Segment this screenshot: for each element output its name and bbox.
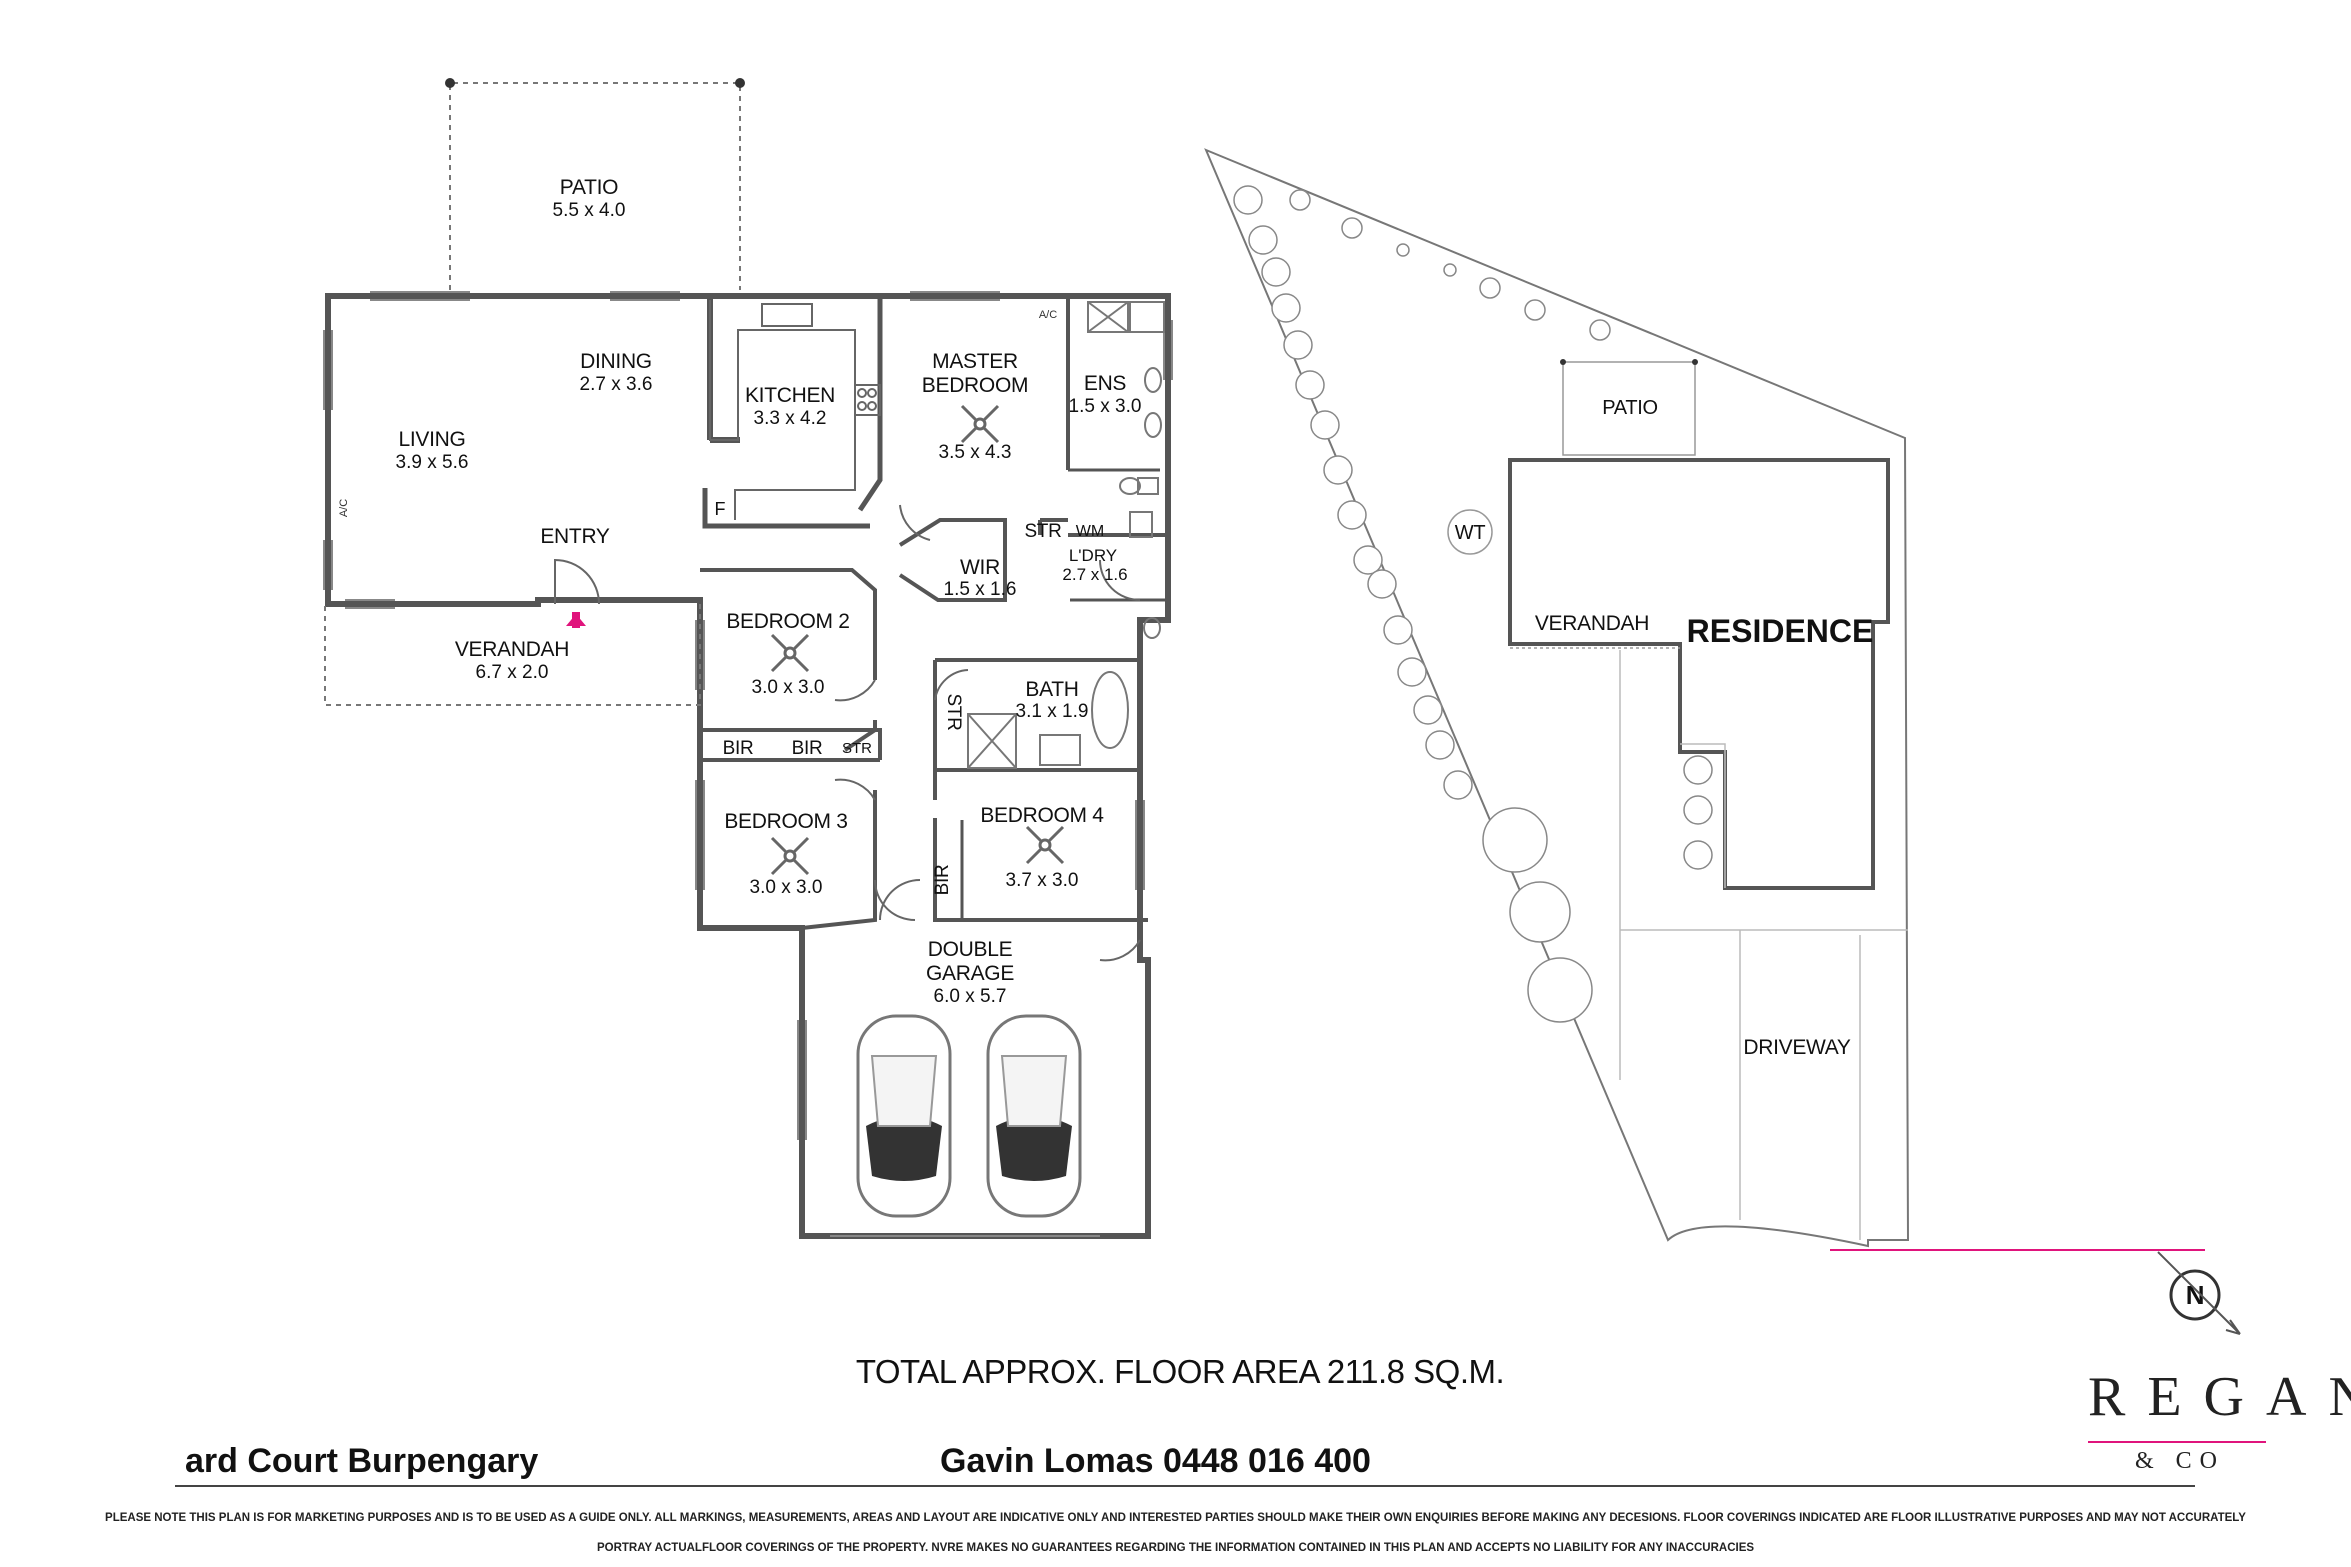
patio-corner-posts [445,78,745,88]
driveway-label: DRIVEWAY [1743,1036,1851,1059]
verandah-label: VERANDAH [455,638,569,661]
wm-label: WM [1076,523,1104,540]
wir-label: WIR [960,556,1000,579]
living-label: LIVING [398,428,465,451]
dining-label: DINING [580,350,652,373]
bath-size: 3.1 x 1.9 [1016,701,1089,722]
ac-label-living: A/C [338,499,350,517]
ensuite-size: 1.5 x 3.0 [1069,396,1142,417]
total-floor-area: TOTAL APPROX. FLOOR AREA 211.8 SQ.M. [856,1353,1504,1390]
bedroom2-label: BEDROOM 2 [726,610,849,633]
fridge-label: F [715,499,726,519]
brand-logo-sub: & CO [2135,1448,2226,1474]
entry-label: ENTRY [540,525,610,548]
site-plan: WT PATIO VERANDAH RESIDENCE DRIVEWAY N [1204,148,2241,1335]
floor-plan-walls [325,293,1171,1239]
dining-size: 2.7 x 3.6 [580,374,653,395]
site-verandah-label: VERANDAH [1535,612,1649,635]
master-bedroom-label-2: BEDROOM [922,374,1028,397]
disclaimer-line-1: PLEASE NOTE THIS PLAN IS FOR MARKETING P… [105,1512,2246,1524]
str-label-hall: STR [842,740,872,757]
bedroom3-label: BEDROOM 3 [724,810,847,833]
kitchen-size: 3.3 x 4.2 [754,408,827,429]
laundry-label: L'DRY [1069,546,1117,565]
bathroom-fixtures [967,301,1165,769]
entry-arrow-icon [566,612,586,628]
bath-label: BATH [1025,678,1078,701]
door-swings [554,504,1141,962]
outdoor-areas [324,82,741,706]
laundry-size: 2.7 x 1.6 [1062,565,1127,584]
windows [323,291,1173,1237]
tree-icons [1233,185,1713,1023]
fixture-labels: STR WM STR BIR BIR STR BIR F A/C A/C [338,309,1104,895]
bir-label-2: BIR [792,738,823,759]
bir-label-3: BIR [932,865,953,896]
living-size: 3.9 x 5.6 [396,452,469,473]
bedroom4-label: BEDROOM 4 [980,804,1104,827]
north-compass-icon: N [2157,1251,2241,1335]
car-icons [856,1014,1082,1218]
kitchen-fixtures [709,300,881,520]
residence-label: RESIDENCE [1687,613,1874,649]
garage-label-1: DOUBLE [928,938,1013,961]
bedroom3-size: 3.0 x 3.0 [750,877,823,898]
ensuite-label: ENS [1084,372,1127,395]
property-address: ard Court Burpengary [185,1442,539,1480]
kitchen-label: KITCHEN [745,384,835,407]
water-tank-label: WT [1455,522,1486,544]
garage-size: 6.0 x 5.7 [934,986,1007,1007]
patio-size: 5.5 x 4.0 [553,200,626,221]
patio-label: PATIO [560,176,618,199]
wir-size: 1.5 x 1.6 [944,579,1017,600]
ac-label-master: A/C [1039,309,1057,321]
master-bedroom-size: 3.5 x 4.3 [939,442,1012,463]
str-label-bath: STR [943,693,964,730]
compass-label: N [2186,1280,2204,1310]
disclaimer-line-2: PORTRAY ACTUALFLOOR COVERINGS OF THE PRO… [596,1542,1755,1554]
ceiling-fan-icons [770,404,1065,876]
bedroom4-size: 3.7 x 3.0 [1006,870,1079,891]
room-labels: PATIO 5.5 x 4.0 DINING 2.7 x 3.6 LIVING … [396,176,1142,1007]
agent-contact: Gavin Lomas 0448 016 400 [940,1442,1371,1480]
master-bedroom-label-1: MASTER [932,350,1018,373]
str-label-master: STR [1024,521,1061,542]
site-patio-label: PATIO [1602,397,1658,419]
brand-logo-name: REGAN [2088,1366,2351,1428]
bir-label-1: BIR [723,738,754,759]
verandah-size: 6.7 x 2.0 [476,662,549,683]
bedroom2-size: 3.0 x 3.0 [752,677,825,698]
garage-label-2: GARAGE [926,962,1014,985]
